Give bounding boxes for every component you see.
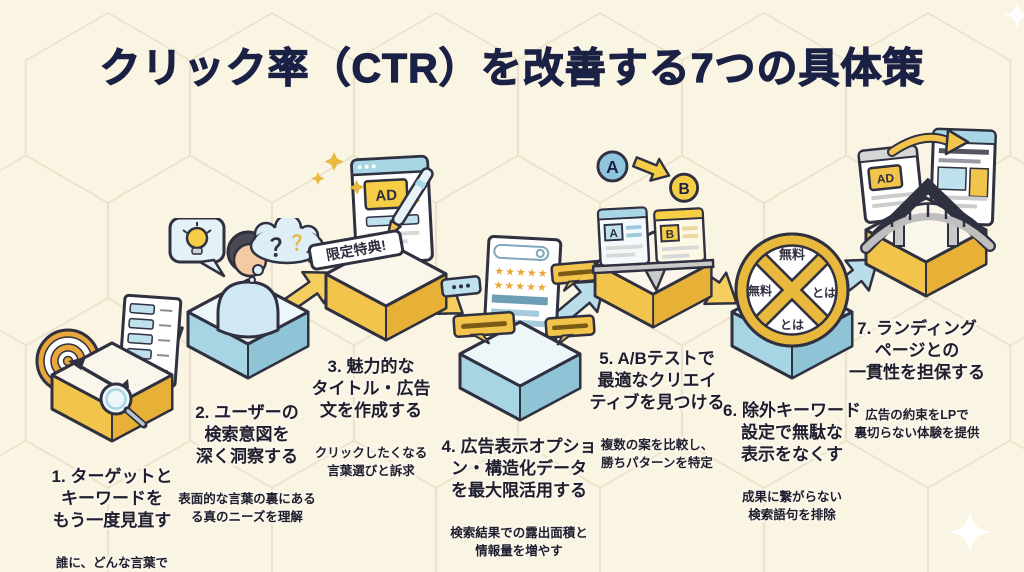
step-title: 6. 除外キーワード 設定で無駄な 表示をなくす [723,401,861,464]
step-title: 2. ユーザーの 検索意図を 深く洞察する [195,403,299,466]
blocked-word: 無料 [779,247,805,262]
step-title: 4. 広告表示オプショ ン・構造化データ を最大限活用する [441,437,597,500]
bridge-icon [860,177,996,254]
step-title: 1. ターゲットと キーワードを もう一度見直す [51,467,173,530]
step-subtitle: 成果に繋がらない 検索語句を排除 [741,490,842,522]
page-title: クリック率（CTR）を改善する7つの具体策 [99,44,925,91]
star-rating: ★★★★★ [493,280,548,295]
step-subtitle: 広告の約束をLPで 裏切らない体験を提供 [854,408,980,440]
ad-copy-icon: AD 限定特典! [307,152,448,342]
sparkle-icon [1003,1,1024,29]
landing-page-icon: AD [857,127,997,298]
step-title: 5. A/Bテストで 最適なクリエイ ティブを見つける [589,349,725,412]
question-mark: ？ [270,235,294,262]
ad-badge-label: AD [876,171,895,187]
ad-extensions-icon: ★★★★★ ★★★★★ [440,234,604,422]
step-title: 3. 魅力的な タイトル・広告 文を作成する [311,357,431,420]
blocked-word: とは [780,318,804,332]
variant-a-badge: A [596,150,629,183]
ad-badge-label: AD [375,187,398,205]
step-7-text: 7. ランディング ページとの 一貫性を担保する 広告の約束をLPで 裏切らない… [817,300,1017,460]
lightbulb-bubble-icon [168,218,226,278]
step-2: ？ ？ ？ [158,218,338,384]
step-subtitle: 表面的な言葉の裏にある る真のニーズを理解 [178,492,316,524]
extension-badge-icon [544,314,596,346]
sparkle-icon [947,509,993,555]
user-insight-icon: ？ ？ ？ [168,218,325,380]
step-5-text: 5. A/Bテストで 最適なクリエイ ティブを見つける 複数の案を比較し、 勝ち… [557,330,757,490]
step-1 [22,275,202,445]
step-2-text: 2. ユーザーの 検索意図を 深く洞察する 表面的な言葉の裏にある る真のニーズ… [147,384,347,544]
step-3: AD 限定特典! [296,150,476,342]
step-7: AD [836,122,1016,298]
step-subtitle: 検索結果での露出面積と 情報量を増やす [450,526,588,558]
step-title: 7. ランディング ページとの 一貫性を担保する [849,319,985,382]
curved-arrow-icon [887,128,970,157]
step-6-text: 6. 除外キーワード 設定で無駄な 表示をなくす 成果に繋がらない 検索語句を排… [692,382,892,542]
ab-arrow-icon [631,156,671,182]
variant-a-window: A [596,206,651,267]
sparkle-icon [349,179,365,195]
step-subtitle: 誰に、どんな言葉で 届けるかを再定義 [55,556,169,570]
blocked-word: 無料 [748,283,772,298]
extension-badge-icon [452,310,516,345]
step-4: ★★★★★ ★★★★★ [430,232,610,422]
window-b-label: B [665,228,674,241]
blocked-word: とは [812,286,836,300]
step-subtitle: クリックしたくなる 言葉選びと訴求 [314,446,428,478]
step-subtitle: 複数の案を比較し、 勝ちパターンを特定 [600,438,714,470]
variant-b-badge: B [669,172,700,203]
step-5: A B A [566,146,746,332]
magnifier-icon [99,382,148,429]
ab-scale-icon: A B [591,206,715,292]
prohibition-icon: 無料 無料 とは とは [734,232,850,348]
target-keyword-icon [35,293,183,443]
star-rating: ★★★★★ [494,266,549,281]
negative-keyword-icon: 無料 無料 とは とは [730,232,854,380]
step-1-text: 1. ターゲットと キーワードを もう一度見直す 誰に、どんな言葉で 届けるかを… [12,448,212,572]
ab-test-icon: A B A [591,150,715,329]
badge-a-label: A [606,157,619,177]
step-6: 無料 無料 とは とは [702,226,882,380]
question-mark: ？ [292,233,312,255]
extension-badge-icon [440,275,482,298]
variant-b-window: B [653,207,707,265]
sparkle-icon [311,172,325,185]
offer-banner-icon: 限定特典! [307,229,405,271]
badge-b-label: B [678,181,689,198]
step-4-text: 4. 広告表示オプショ ン・構造化データ を最大限活用する 検索結果での露出面積… [416,418,622,572]
sparkle-icon [324,152,344,171]
window-a-label: A [609,227,619,240]
step-3-text: 3. 魅力的な タイトル・広告 文を作成する クリックしたくなる 言葉選びと訴求 [271,338,471,498]
